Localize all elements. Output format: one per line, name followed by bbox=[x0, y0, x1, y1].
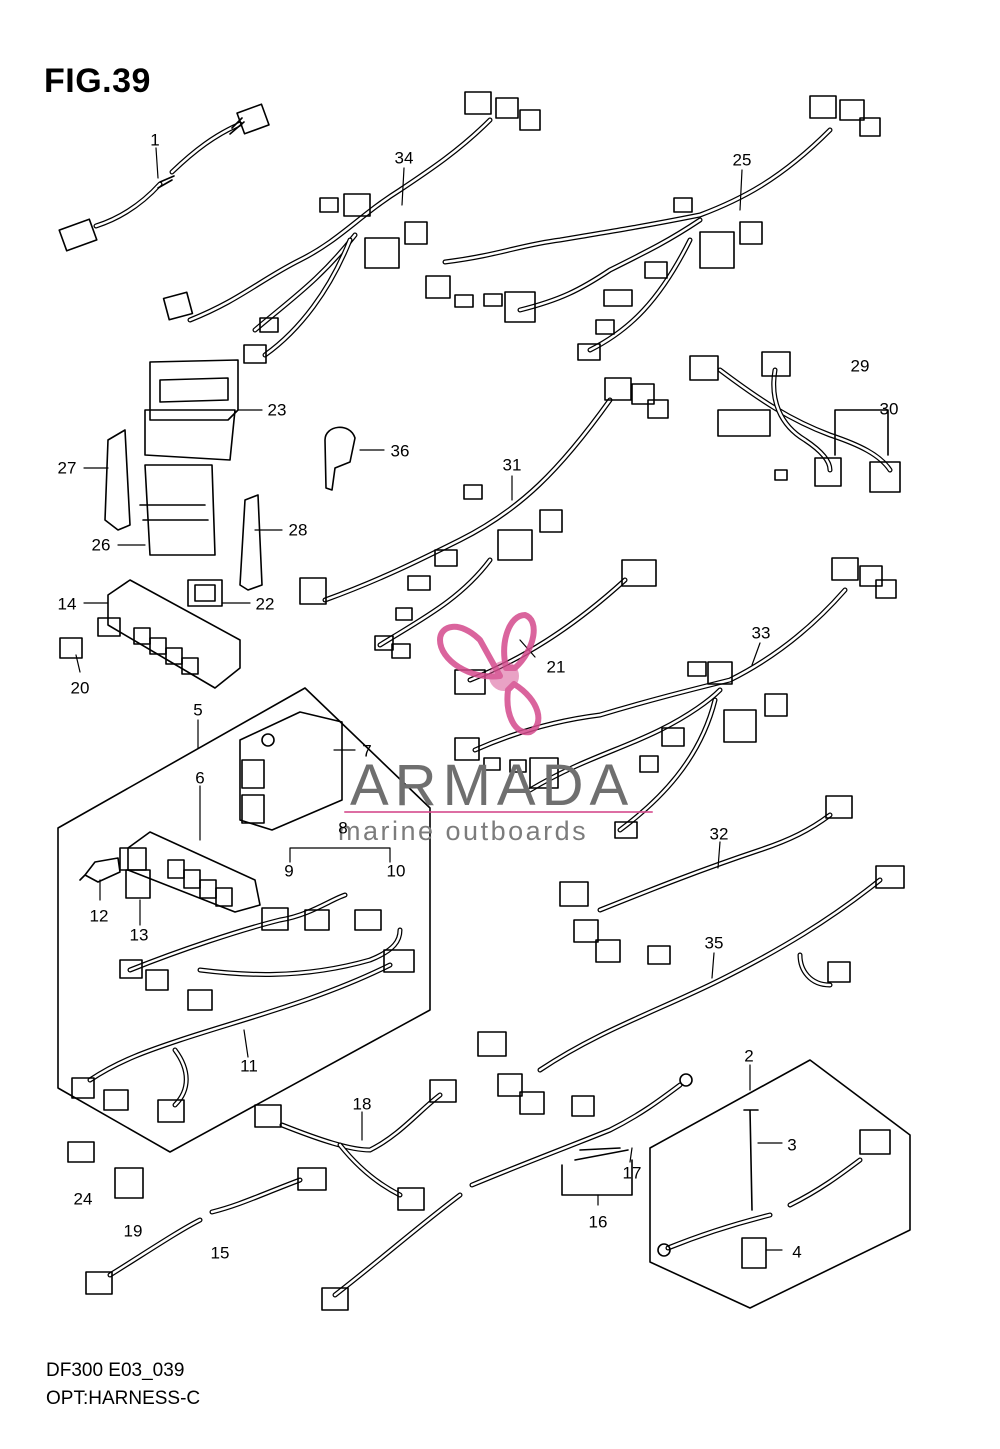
callout-2: 2 bbox=[744, 1046, 754, 1066]
figure-title: FIG.39 bbox=[44, 62, 151, 100]
callout-30: 30 bbox=[879, 399, 899, 419]
callout-22: 22 bbox=[255, 594, 275, 614]
callout-29: 29 bbox=[850, 356, 870, 376]
connector-13 bbox=[125, 869, 151, 899]
callout-17: 17 bbox=[622, 1163, 642, 1183]
harness-33 bbox=[454, 557, 897, 839]
callout-12: 12 bbox=[89, 906, 109, 926]
clamp-36 bbox=[324, 426, 356, 491]
harness-2 bbox=[657, 1109, 891, 1269]
callout-24: 24 bbox=[73, 1189, 93, 1209]
callout-10: 10 bbox=[386, 861, 406, 881]
harness-34 bbox=[162, 91, 541, 364]
connector-19 bbox=[114, 1167, 144, 1199]
harness-18 bbox=[254, 1079, 457, 1211]
harness-29 bbox=[689, 351, 901, 493]
callout-28: 28 bbox=[288, 520, 308, 540]
callout-16: 16 bbox=[588, 1212, 608, 1232]
callout-19: 19 bbox=[123, 1221, 143, 1241]
leader-lines bbox=[75, 147, 783, 1251]
ecu-set bbox=[104, 359, 263, 607]
callout-32: 32 bbox=[709, 824, 729, 844]
watermark-tagline: marine outboards bbox=[338, 816, 589, 846]
harness-11 bbox=[71, 892, 415, 1123]
callout-1: 1 bbox=[150, 130, 160, 150]
connector-24 bbox=[67, 1141, 95, 1163]
relay-box-6 bbox=[119, 831, 261, 913]
callout-15: 15 bbox=[210, 1243, 230, 1263]
harness-1 bbox=[58, 103, 270, 252]
callout-8: 8 bbox=[338, 818, 348, 838]
harness-15 bbox=[85, 1167, 327, 1295]
callout-7: 7 bbox=[362, 741, 372, 761]
harness-35 bbox=[477, 865, 905, 1117]
callout-11: 11 bbox=[240, 1056, 258, 1076]
plug-12 bbox=[79, 857, 121, 883]
watermark-brand: ARMADA bbox=[350, 753, 635, 818]
callout-36: 36 bbox=[390, 441, 410, 461]
harness-32 bbox=[559, 795, 853, 965]
callout-13: 13 bbox=[129, 925, 149, 945]
callout-33: 33 bbox=[751, 623, 771, 643]
relay-box-14 bbox=[59, 579, 241, 689]
group-box-5-13 bbox=[57, 687, 431, 1153]
harness-31 bbox=[299, 377, 669, 659]
callout-21: 21 bbox=[546, 657, 566, 677]
callout-35: 35 bbox=[704, 933, 724, 953]
harness-16 bbox=[321, 1073, 693, 1311]
callout-34: 34 bbox=[394, 148, 414, 168]
callout-4: 4 bbox=[792, 1242, 802, 1262]
callout-14: 14 bbox=[57, 594, 77, 614]
callout-27: 27 bbox=[57, 458, 77, 478]
callout-18: 18 bbox=[352, 1094, 372, 1114]
callout-25: 25 bbox=[732, 150, 752, 170]
callout-6: 6 bbox=[195, 768, 205, 788]
harness-21 bbox=[454, 559, 657, 695]
harness-25 bbox=[425, 95, 881, 361]
model-code: DF300 E03_039 bbox=[46, 1360, 185, 1381]
callout-3: 3 bbox=[787, 1135, 797, 1155]
module-7 bbox=[239, 711, 343, 831]
group-box-2-4 bbox=[649, 1059, 911, 1309]
watermark-logo bbox=[437, 612, 542, 736]
callout-5: 5 bbox=[193, 700, 203, 720]
callout-9: 9 bbox=[284, 861, 294, 881]
figure-caption: OPT:HARNESS-C bbox=[46, 1388, 201, 1409]
callout-20: 20 bbox=[70, 678, 90, 698]
callout-23: 23 bbox=[267, 400, 287, 420]
callout-31: 31 bbox=[502, 455, 522, 475]
callout-26: 26 bbox=[91, 535, 111, 555]
